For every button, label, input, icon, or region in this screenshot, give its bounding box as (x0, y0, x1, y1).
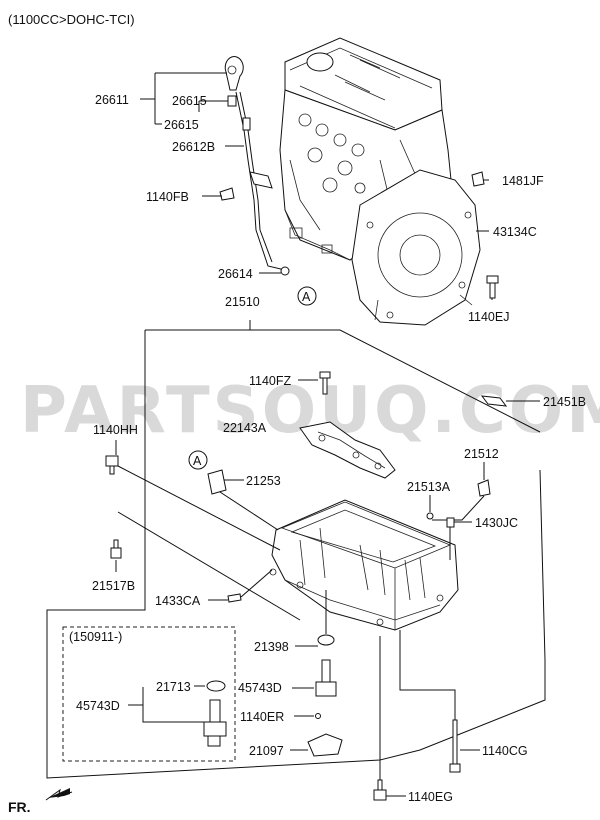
part-1140FB[interactable]: 1140FB (146, 190, 189, 204)
engine-block-illustration (279, 37, 481, 326)
part-1430JC[interactable]: 1430JC (475, 516, 518, 530)
part-21510[interactable]: 21510 (225, 295, 260, 309)
svg-text:A: A (302, 290, 311, 304)
oil-level-gauge-illustration (219, 56, 290, 276)
gasket-illustration (299, 421, 396, 479)
part-45743D[interactable]: 45743D (238, 681, 282, 695)
ref-a-callout-top (297, 286, 317, 306)
part-1433CA[interactable]: 1433CA (155, 594, 201, 608)
part-43134C[interactable]: 43134C (493, 225, 537, 239)
oil-pan-illustration (269, 499, 459, 631)
part-1140HH[interactable]: 1140HH (93, 423, 138, 437)
engine-spec-label: (1100CC>DOHC-TCI) (8, 12, 135, 27)
part-21398[interactable]: 21398 (254, 640, 289, 654)
part-26611[interactable]: 26611 (95, 93, 129, 107)
part-45743D-inset[interactable]: 45743D (76, 699, 120, 713)
part-21097[interactable]: 21097 (249, 744, 284, 758)
part-1140EJ[interactable]: 1140EJ (468, 310, 509, 324)
part-21451B[interactable]: 21451B (543, 395, 586, 409)
part-21513A[interactable]: 21513A (407, 480, 451, 494)
part-21512[interactable]: 21512 (464, 447, 499, 461)
front-label: FR. (8, 799, 31, 815)
part-26614[interactable]: 26614 (218, 267, 253, 281)
inset-date-label: (150911-) (69, 630, 122, 644)
part-21517B[interactable]: 21517B (92, 579, 135, 593)
svg-text:A: A (193, 454, 202, 468)
inset-box (62, 626, 236, 762)
part-21713[interactable]: 21713 (156, 680, 191, 694)
part-1481JF[interactable]: 1481JF (502, 174, 544, 188)
part-1140CG[interactable]: 1140CG (482, 744, 528, 758)
part-26615-top[interactable]: 26615 (172, 94, 207, 108)
part-1140FZ[interactable]: 1140FZ (249, 374, 292, 388)
part-21253[interactable]: 21253 (246, 474, 281, 488)
part-1140ER[interactable]: 1140ER (240, 710, 284, 724)
part-1140EG[interactable]: 1140EG (408, 790, 453, 804)
part-26612B[interactable]: 26612B (172, 140, 215, 154)
part-26615-bottom[interactable]: 26615 (164, 118, 199, 132)
part-22143A[interactable]: 22143A (223, 421, 267, 435)
